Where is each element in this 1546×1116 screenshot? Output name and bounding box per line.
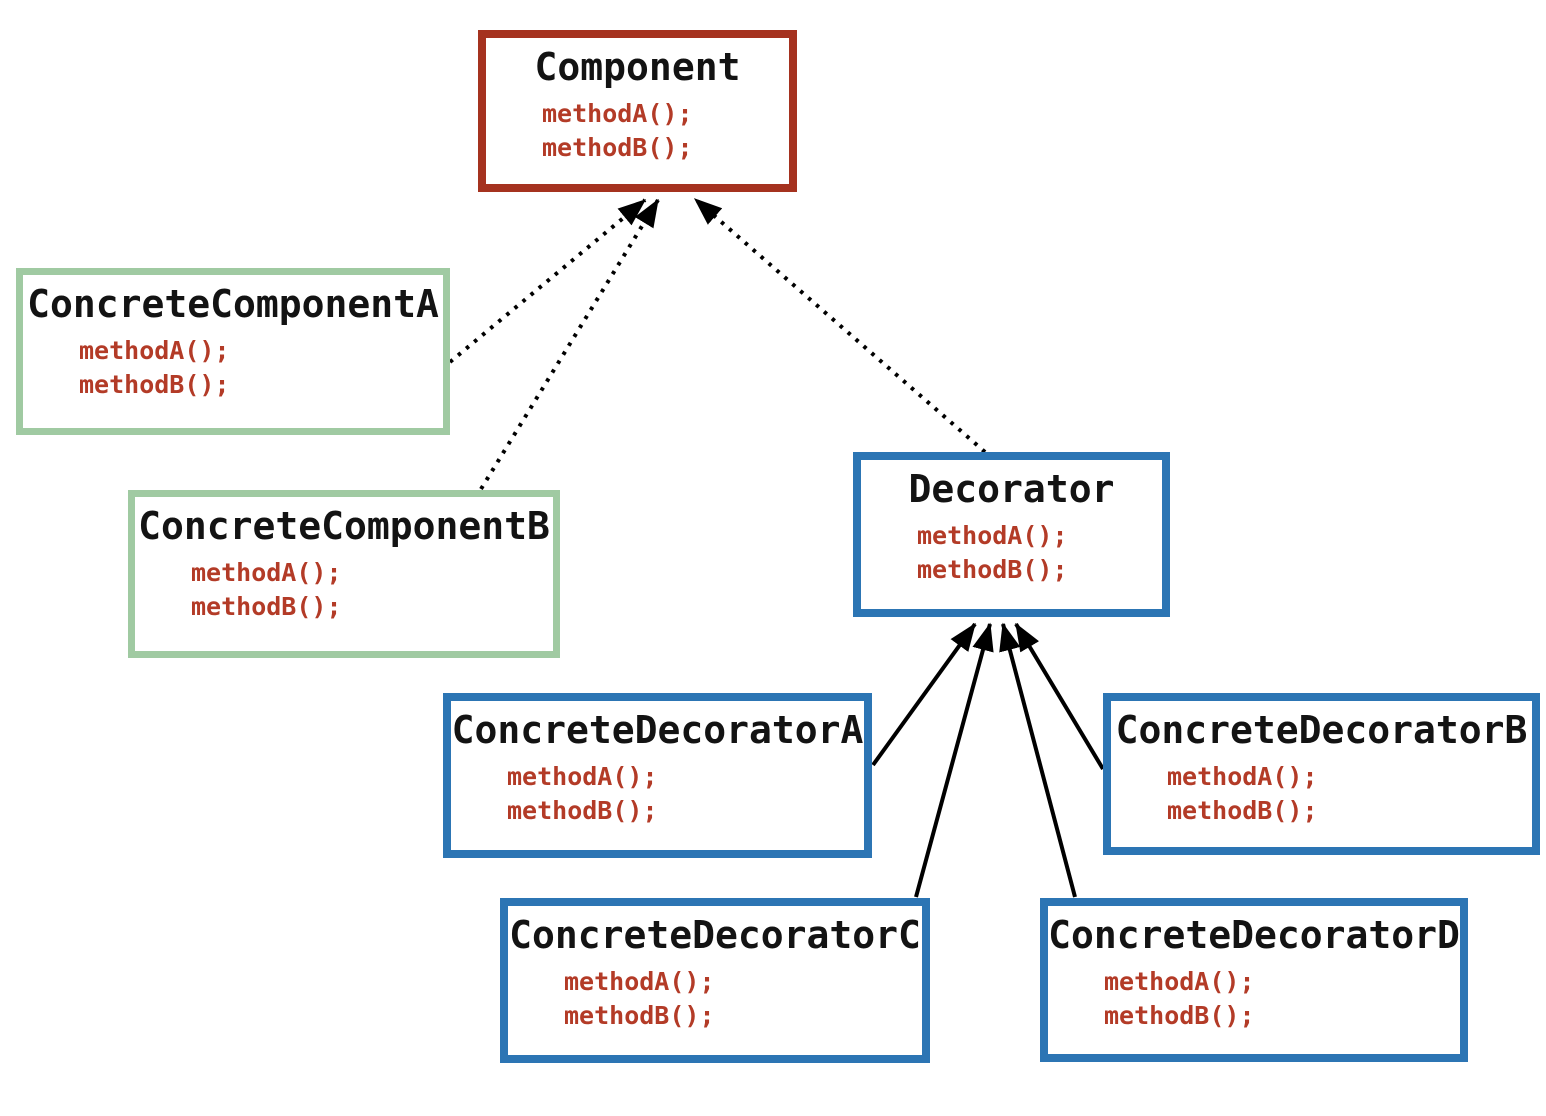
class-name: ConcreteComponentA bbox=[27, 282, 439, 326]
method-line: methodA(); bbox=[1167, 761, 1318, 791]
class-methods: methodA(); methodB(); bbox=[507, 760, 864, 828]
class-box-component: Component methodA(); methodB(); bbox=[478, 30, 797, 192]
method-line: methodB(); bbox=[1104, 1000, 1255, 1030]
method-line: methodB(); bbox=[917, 554, 1068, 584]
class-box-concrete-component-b: ConcreteComponentB methodA(); methodB(); bbox=[128, 490, 560, 658]
class-methods: methodA(); methodB(); bbox=[79, 334, 443, 402]
class-name: Component bbox=[534, 45, 741, 89]
arrow-concrete-decorator-d-to-decorator bbox=[999, 622, 1077, 898]
method-line: methodB(); bbox=[191, 591, 342, 621]
class-name: Decorator bbox=[908, 467, 1115, 511]
method-line: methodA(); bbox=[507, 761, 658, 791]
class-box-decorator: Decorator methodA(); methodB(); bbox=[853, 452, 1170, 617]
method-line: methodB(); bbox=[564, 1000, 715, 1030]
arrow-concrete-decorator-c-to-decorator bbox=[914, 622, 994, 898]
method-line: methodB(); bbox=[79, 369, 230, 399]
class-name: ConcreteDecoratorB bbox=[1115, 708, 1528, 752]
class-box-concrete-decorator-c: ConcreteDecoratorC methodA(); methodB(); bbox=[500, 898, 930, 1063]
class-methods: methodA(); methodB(); bbox=[1104, 965, 1460, 1033]
method-line: methodB(); bbox=[507, 795, 658, 825]
method-line: methodB(); bbox=[542, 132, 693, 162]
class-box-concrete-decorator-b: ConcreteDecoratorB methodA(); methodB(); bbox=[1103, 693, 1540, 855]
class-name: ConcreteComponentB bbox=[138, 504, 550, 548]
method-line: methodA(); bbox=[79, 335, 230, 365]
method-line: methodA(); bbox=[1104, 966, 1255, 996]
method-line: methodB(); bbox=[1167, 795, 1318, 825]
method-line: methodA(); bbox=[564, 966, 715, 996]
class-box-concrete-decorator-d: ConcreteDecoratorD methodA(); methodB(); bbox=[1040, 898, 1468, 1062]
arrow-concrete-decorator-a-to-decorator bbox=[871, 622, 977, 767]
class-methods: methodA(); methodB(); bbox=[564, 965, 922, 1033]
method-line: methodA(); bbox=[542, 98, 693, 128]
method-line: methodA(); bbox=[191, 557, 342, 587]
arrow-decorator-to-component bbox=[693, 197, 987, 454]
arrow-concrete-component-a-to-component bbox=[448, 198, 647, 364]
class-methods: methodA(); methodB(); bbox=[1167, 760, 1532, 828]
class-name: ConcreteDecoratorA bbox=[451, 708, 864, 752]
arrow-concrete-decorator-b-to-decorator bbox=[1014, 622, 1105, 771]
class-box-concrete-component-a: ConcreteComponentA methodA(); methodB(); bbox=[16, 268, 450, 435]
method-line: methodA(); bbox=[917, 520, 1068, 550]
class-methods: methodA(); methodB(); bbox=[191, 556, 553, 624]
class-methods: methodA(); methodB(); bbox=[917, 519, 1162, 587]
class-box-concrete-decorator-a: ConcreteDecoratorA methodA(); methodB(); bbox=[443, 693, 872, 858]
class-methods: methodA(); methodB(); bbox=[542, 97, 789, 165]
class-name: ConcreteDecoratorC bbox=[509, 913, 921, 957]
arrow-concrete-component-b-to-component bbox=[479, 198, 660, 491]
class-name: ConcreteDecoratorD bbox=[1048, 913, 1460, 957]
